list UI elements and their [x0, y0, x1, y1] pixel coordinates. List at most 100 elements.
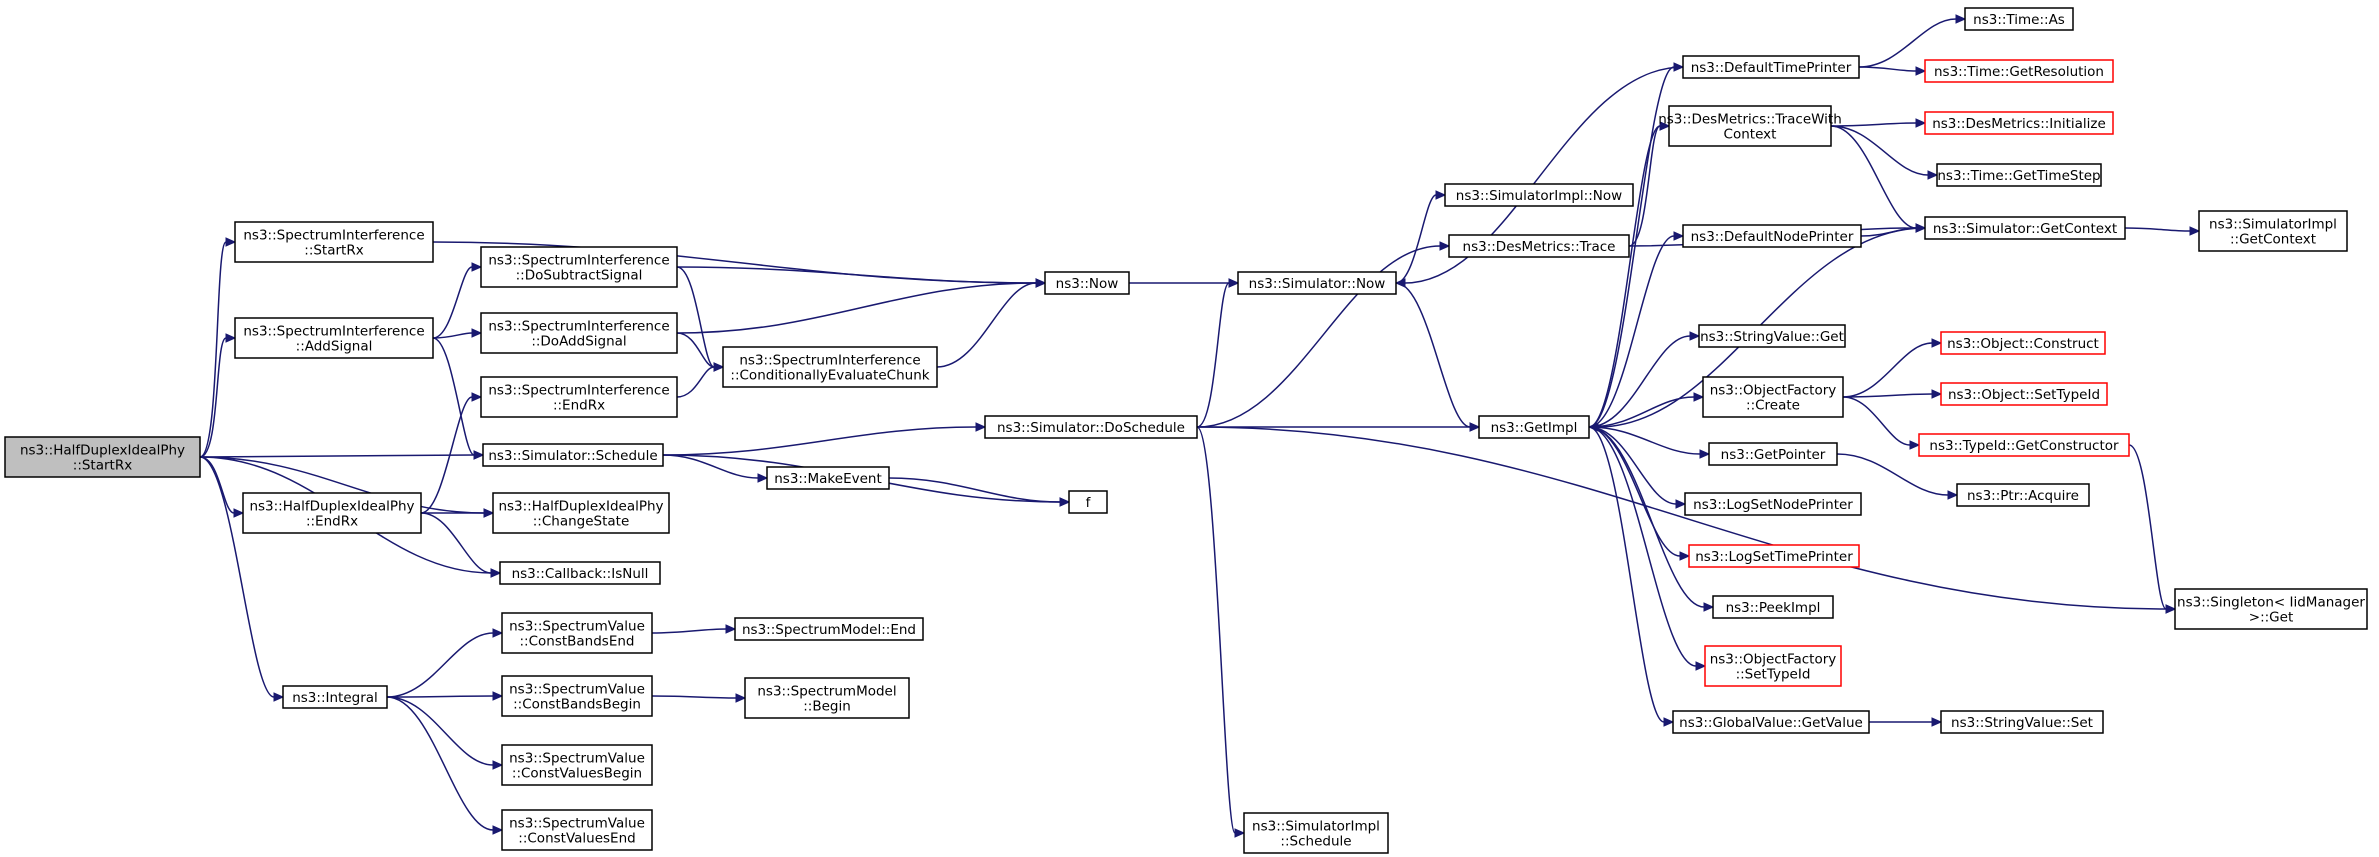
- node-label: ns3::SpectrumInterference: [488, 319, 669, 335]
- arrowhead-icon: [1673, 231, 1685, 241]
- node-label: ns3::Ptr::Acquire: [1967, 488, 2079, 504]
- node-dnp[interactable]: ns3::DefaultNodePrinter: [1682, 224, 1862, 248]
- node-box: [1924, 216, 2126, 240]
- node-now[interactable]: ns3::Now: [1044, 271, 1130, 295]
- node-of-create[interactable]: ns3::ObjectFactory::Create: [1702, 376, 1844, 418]
- node-logsettime[interactable]: ns3::LogSetTimePrinter: [1688, 544, 1860, 568]
- node-si-cec[interactable]: ns3::SpectrumInterference::Conditionally…: [722, 346, 938, 388]
- node-box: [2174, 588, 2368, 630]
- node-label: ::DoAddSignal: [531, 334, 626, 350]
- node-box: [1478, 415, 1590, 439]
- edge-makeevent-to-f: [888, 477, 1071, 507]
- node-strval-set[interactable]: ns3::StringValue::Set: [1940, 710, 2104, 734]
- edge-dtp-to-sim-now: [1394, 66, 1684, 288]
- node-time-getstep[interactable]: ns3::Time::GetTimeStep: [1936, 163, 2102, 187]
- node-strval-get[interactable]: ns3::StringValue::Get: [1698, 324, 1846, 348]
- node-si-endrx[interactable]: ns3::SpectrumInterference::EndRx: [480, 376, 678, 418]
- node-box: [4, 436, 201, 478]
- node-label: ns3::SpectrumValue: [509, 682, 645, 698]
- edge-line: [199, 456, 485, 514]
- node-simimpl-getcontext[interactable]: ns3::SimulatorImpl::GetContext: [2198, 210, 2348, 252]
- node-label: ::Schedule: [1280, 834, 1351, 850]
- arrowhead-icon: [2189, 226, 2201, 236]
- node-peekimpl[interactable]: ns3::PeekImpl: [1712, 595, 1834, 619]
- node-obj-settypeid[interactable]: ns3::Object::SetTypeId: [1940, 382, 2108, 406]
- edge-line: [676, 332, 715, 368]
- node-integral[interactable]: ns3::Integral: [282, 685, 388, 709]
- node-getimpl[interactable]: ns3::GetImpl: [1478, 415, 1590, 439]
- arrowhead-icon: [1439, 241, 1451, 251]
- node-sim-getcontext[interactable]: ns3::Simulator::GetContext: [1924, 216, 2126, 240]
- edge-now-to-sim-now: [1128, 278, 1240, 288]
- node-getpointer[interactable]: ns3::GetPointer: [1708, 442, 1838, 466]
- node-label: ns3::DesMetrics::Trace: [1463, 239, 1616, 255]
- node-desm-init[interactable]: ns3::DesMetrics::Initialize: [1924, 111, 2114, 135]
- node-box: [1682, 55, 1860, 79]
- node-box: [482, 443, 664, 467]
- edge-line: [1858, 18, 1957, 68]
- node-sim-schedule[interactable]: ns3::Simulator::Schedule: [482, 443, 664, 467]
- node-sim-now[interactable]: ns3::Simulator::Now: [1237, 271, 1397, 295]
- node-label: ::EndRx: [306, 514, 358, 530]
- edge-line: [386, 696, 494, 766]
- node-simimpl-schedule[interactable]: ns3::SimulatorImpl::Schedule: [1243, 812, 1389, 854]
- node-gv-getvalue[interactable]: ns3::GlobalValue::GetValue: [1672, 710, 1870, 734]
- edge-of-create-to-typeid-getctor: [1842, 396, 1921, 450]
- node-label: ::DoSubtractSignal: [516, 268, 643, 284]
- edge-sim-now-to-simimpl-now: [1395, 190, 1447, 284]
- node-label: ns3::StringValue::Get: [1700, 329, 1844, 345]
- node-typeid-getctor[interactable]: ns3::TypeId::GetConstructor: [1918, 433, 2130, 457]
- node-box: [1448, 234, 1630, 258]
- node-sm-end[interactable]: ns3::SpectrumModel::End: [734, 617, 924, 641]
- edge-sv-cbe-to-sm-end: [651, 624, 737, 634]
- arrowhead-icon: [1394, 278, 1406, 288]
- node-singleton-get[interactable]: ns3::Singleton< IidManager >::Get: [2174, 588, 2368, 630]
- edge-sim-schedule-to-makeevent: [662, 454, 769, 483]
- node-si-dosubtract[interactable]: ns3::SpectrumInterference::DoSubtractSig…: [480, 246, 678, 288]
- node-time-as[interactable]: ns3::Time::As: [1964, 7, 2074, 31]
- arrowhead-icon: [1931, 717, 1943, 727]
- edge-line: [386, 632, 494, 698]
- node-cb-isnull[interactable]: ns3::Callback::IsNull: [499, 561, 661, 585]
- node-box: [744, 677, 910, 719]
- node-obj-construct[interactable]: ns3::Object::Construct: [1940, 331, 2106, 355]
- edge-getimpl-to-dtp: [1588, 62, 1685, 428]
- node-root[interactable]: ns3::HalfDuplexIdealPhy::StartRx: [4, 436, 201, 478]
- node-box: [234, 221, 434, 263]
- node-ptr-acquire[interactable]: ns3::Ptr::Acquire: [1956, 483, 2090, 507]
- edge-line: [386, 695, 494, 698]
- node-of-settypeid[interactable]: ns3::ObjectFactory::SetTypeId: [1704, 645, 1842, 687]
- node-hdip-changestate[interactable]: ns3::HalfDuplexIdealPhy::ChangeState: [492, 492, 670, 534]
- node-time-getres[interactable]: ns3::Time::GetResolution: [1924, 59, 2114, 83]
- node-sm-begin[interactable]: ns3::SpectrumModel::Begin: [744, 677, 910, 719]
- arrowhead-icon: [1435, 190, 1447, 200]
- arrowhead-icon: [1587, 422, 1599, 432]
- node-si-addsignal[interactable]: ns3::SpectrumInterference::AddSignal: [234, 317, 434, 359]
- edge-sim-now-to-getimpl: [1395, 282, 1481, 432]
- node-box: [501, 744, 653, 786]
- node-label: ns3::Object::SetTypeId: [1948, 387, 2100, 403]
- node-sv-cbe[interactable]: ns3::SpectrumValue::ConstBandsEnd: [501, 612, 653, 654]
- node-sim-doschedule[interactable]: ns3::Simulator::DoSchedule: [984, 415, 1198, 439]
- node-f[interactable]: f: [1068, 490, 1108, 514]
- node-hdip-endrx[interactable]: ns3::HalfDuplexIdealPhy::EndRx: [242, 492, 422, 534]
- node-si-startrx[interactable]: ns3::SpectrumInterference::StartRx: [234, 221, 434, 263]
- node-sv-cve[interactable]: ns3::SpectrumValue::ConstValuesEnd: [501, 809, 653, 851]
- node-sv-cbb[interactable]: ns3::SpectrumValue::ConstBandsBegin: [501, 675, 653, 717]
- node-logsetnode[interactable]: ns3::LogSetNodePrinter: [1684, 492, 1862, 516]
- edge-line: [1830, 125, 1917, 229]
- node-si-doadd[interactable]: ns3::SpectrumInterference::DoAddSignal: [480, 312, 678, 354]
- node-label: ns3::SpectrumInterference: [243, 228, 424, 244]
- node-box: [1924, 59, 2114, 83]
- node-dtp[interactable]: ns3::DefaultTimePrinter: [1682, 55, 1860, 79]
- edge-line: [386, 696, 494, 831]
- node-simimpl-now[interactable]: ns3::SimulatorImpl::Now: [1444, 183, 1634, 207]
- edge-sv-cbb-to-sm-begin: [651, 693, 747, 703]
- edge-sim-doschedule-to-desm-trace: [1196, 241, 1451, 428]
- node-makeevent[interactable]: ns3::MakeEvent: [766, 466, 890, 490]
- node-label: ns3::Callback::IsNull: [512, 566, 649, 582]
- arrowhead-icon: [492, 628, 504, 638]
- node-sv-cvb[interactable]: ns3::SpectrumValue::ConstValuesBegin: [501, 744, 653, 786]
- node-desm-trace[interactable]: ns3::DesMetrics::Trace: [1448, 234, 1630, 258]
